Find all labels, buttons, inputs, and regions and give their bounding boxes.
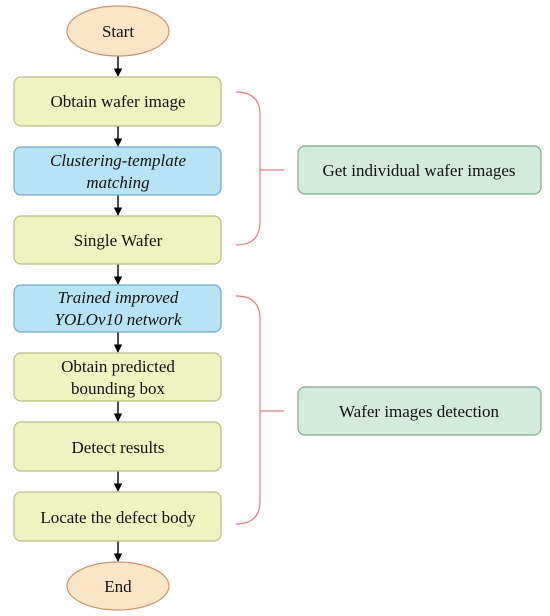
- trained-yolov10-label-line-2: YOLOv10 network: [54, 310, 181, 329]
- group-individual-wafer-images-shape: [297, 145, 542, 195]
- single-wafer-label: Single Wafer: [74, 231, 163, 250]
- predicted-bounding-box-node: Obtain predicted bounding box: [13, 352, 222, 402]
- group-individual-wafer-images: Get individual wafer images: [297, 145, 542, 195]
- locate-defect-body-shape: [13, 491, 222, 542]
- locate-defect-body-node: Locate the defect body: [13, 491, 222, 542]
- start-node-shape: [66, 5, 170, 57]
- bracket-individual-group: [235, 91, 284, 246]
- obtain-wafer-image-node: Obtain wafer image: [13, 76, 222, 127]
- start-node: Start: [66, 5, 170, 57]
- group-wafer-images-detection: Wafer images detection: [297, 386, 542, 436]
- single-wafer-node: Single Wafer: [13, 215, 222, 265]
- trained-yolov10-label-line-1: Trained improved: [58, 288, 179, 307]
- clustering-template-label-line-2: matching: [86, 173, 149, 192]
- trained-yolov10-node: Trained improved YOLOv10 network: [13, 284, 222, 333]
- group-individual-wafer-images-label: Get individual wafer images: [322, 161, 515, 180]
- group-wafer-images-detection-label: Wafer images detection: [339, 402, 500, 421]
- clustering-template-matching-shape: [13, 146, 222, 196]
- predicted-bounding-box-label-line-2: bounding box: [71, 379, 165, 398]
- clustering-template-matching-node: Clustering-template matching: [13, 146, 222, 196]
- predicted-bounding-box-label-line-1: Obtain predicted: [61, 357, 175, 376]
- predicted-bounding-box-shape: [13, 352, 222, 402]
- detect-results-label: Detect results: [72, 438, 165, 457]
- clustering-template-label-line-1: Clustering-template: [50, 151, 186, 170]
- end-node-label: End: [104, 577, 132, 596]
- end-node-shape: [66, 561, 170, 611]
- locate-defect-body-label: Locate the defect body: [40, 508, 196, 527]
- obtain-wafer-image-label: Obtain wafer image: [51, 92, 186, 111]
- end-node: End: [66, 561, 170, 611]
- detect-results-node: Detect results: [13, 421, 222, 472]
- trained-yolov10-shape: [13, 284, 222, 333]
- bracket-detection-group: [235, 295, 284, 525]
- detect-results-shape: [13, 421, 222, 472]
- start-node-label: Start: [102, 22, 134, 41]
- single-wafer-shape: [13, 215, 222, 265]
- obtain-wafer-image-shape: [13, 76, 222, 127]
- group-wafer-images-detection-shape: [297, 386, 542, 436]
